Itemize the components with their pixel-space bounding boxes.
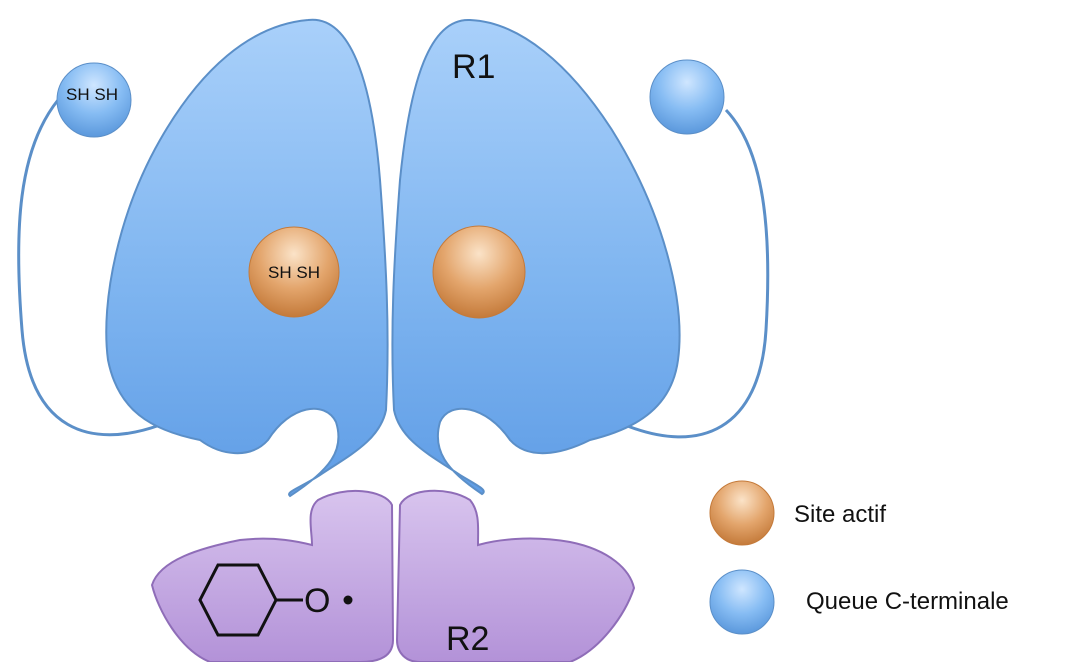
c-terminal-tail-right xyxy=(649,59,725,135)
r2-right-lobe xyxy=(395,489,636,662)
radical-dot-icon xyxy=(343,595,353,605)
legend-c-terminal-swatch xyxy=(709,569,775,635)
r1-right-lobe xyxy=(391,18,681,496)
r1-label: R1 xyxy=(452,48,495,86)
legend-c-terminal-label: Queue C-terminale xyxy=(806,588,1009,615)
legend-active-site-label: Site actif xyxy=(794,501,886,528)
c-terminal-tail-left xyxy=(56,62,132,138)
cyclohexane-ring-icon xyxy=(198,563,278,637)
r1-left-lobe xyxy=(105,18,389,498)
active-site-left-label: SH SH xyxy=(268,263,320,282)
c-terminal-tail-left-label: SH SH xyxy=(66,85,118,104)
r2-label: R2 xyxy=(446,620,489,658)
r2-left-lobe xyxy=(150,489,395,662)
active-site-right xyxy=(432,225,526,319)
active-site-left xyxy=(248,226,340,318)
right-tail-tether xyxy=(624,108,770,439)
legend-active-site-swatch xyxy=(709,480,775,546)
left-tail-tether xyxy=(17,99,161,437)
radical-oxygen-label: O xyxy=(304,582,330,620)
